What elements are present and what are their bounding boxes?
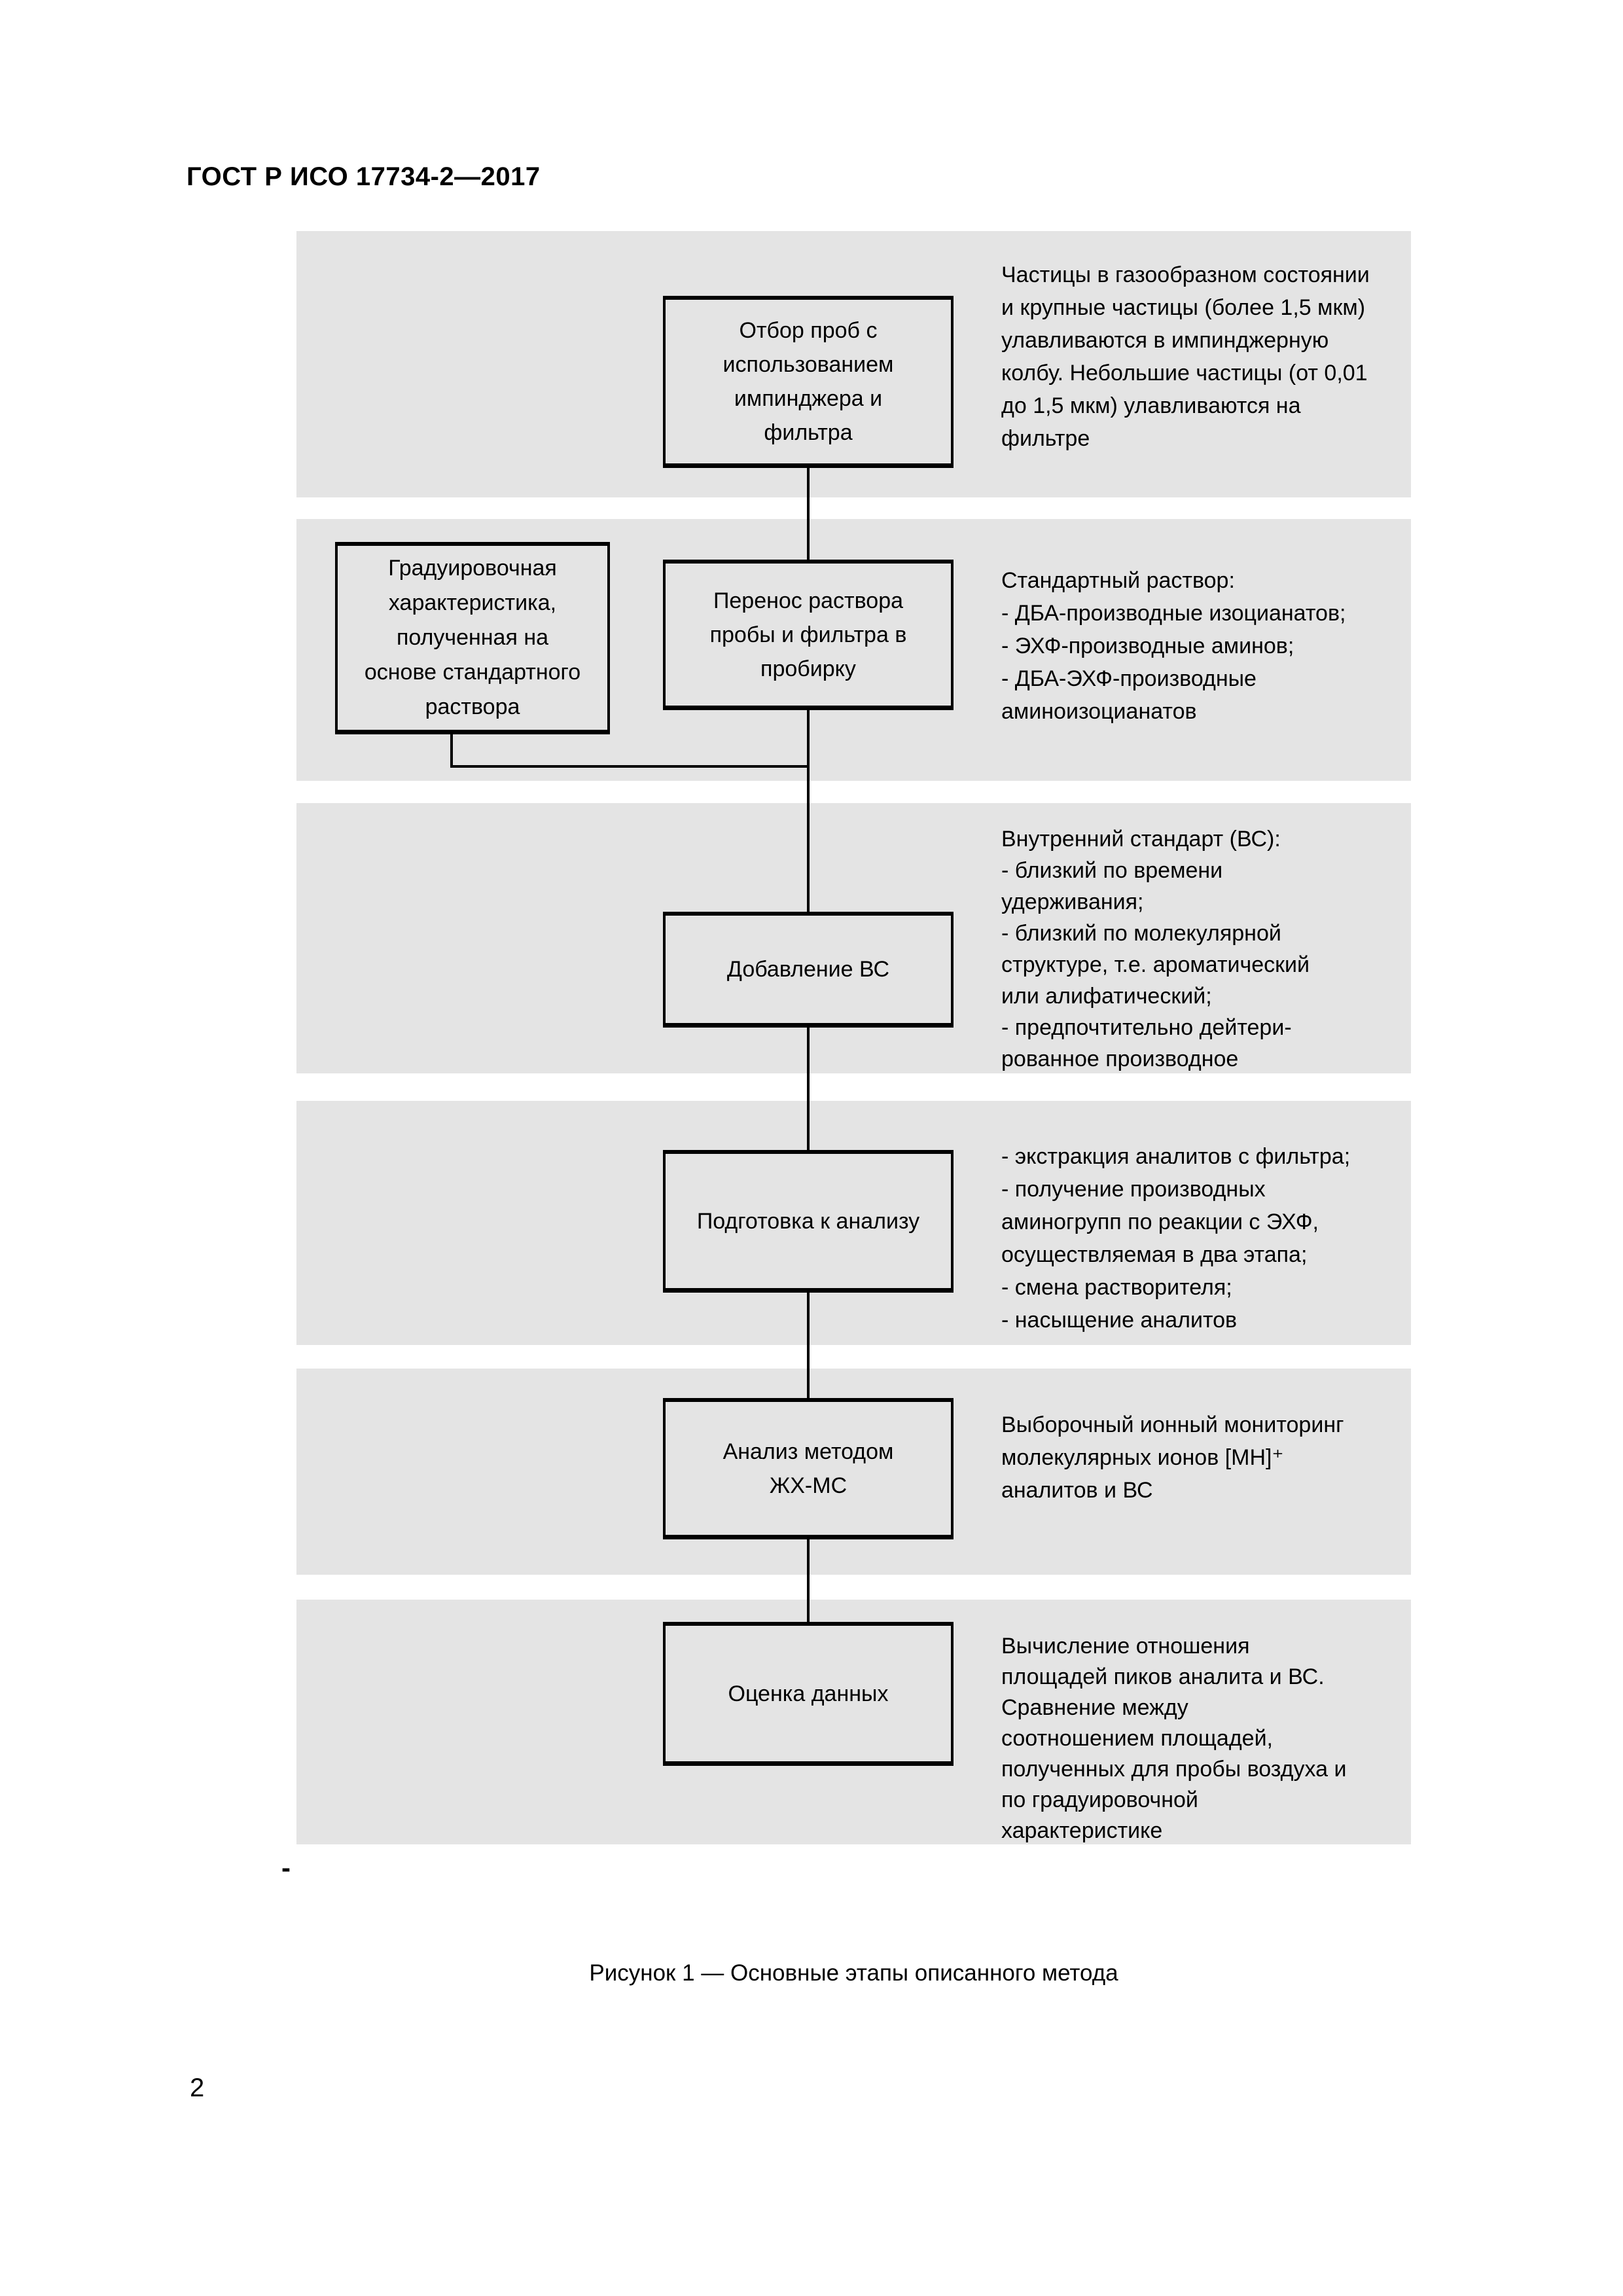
note-data-evaluation: Вычисление отношения площадей пиков анал…: [1001, 1634, 1347, 1843]
flow-box-sampling-label: Отбор проб с использованием импинджера и…: [722, 318, 894, 445]
connector-elbow-vertical: [450, 734, 453, 768]
page-header: ГОСТ Р ИСО 17734-2—2017: [187, 162, 541, 191]
figure-caption: Рисунок 1 — Основные этапы описанного ме…: [589, 1960, 1118, 1986]
flow-box-add-internal-standard-label: Добавление ВС: [726, 957, 890, 982]
connector-line: [807, 1028, 810, 1150]
note-add-internal-standard: Внутренний стандарт (ВС): - близкий по в…: [1001, 827, 1310, 1071]
flow-box-data-evaluation: Оценка данных: [663, 1622, 954, 1766]
note-sampling: Частицы в газообразном состоянии и крупн…: [1001, 262, 1370, 451]
page-number: 2: [190, 2073, 205, 2102]
flow-box-sampling: Отбор проб с использованием импинджера и…: [663, 296, 954, 468]
flow-box-preparation: Подготовка к анализу: [663, 1150, 954, 1293]
flow-box-calibration: Градуировочная характеристика, полученна…: [335, 542, 610, 734]
flow-box-data-evaluation-label: Оценка данных: [728, 1681, 889, 1706]
connector-line: [807, 468, 810, 560]
note-lc-ms-analysis: Выборочный ионный мониторинг молекулярны…: [1001, 1412, 1344, 1503]
connector-line: [807, 710, 810, 912]
flow-box-transfer-label: Перенос раствора пробы и фильтра в проби…: [709, 588, 907, 681]
flow-box-transfer: Перенос раствора пробы и фильтра в проби…: [663, 560, 954, 710]
flow-box-lc-ms-analysis-label: Анализ методом ЖХ-МС: [722, 1439, 894, 1498]
note-preparation: - экстракция аналитов с фильтра; - получ…: [1001, 1144, 1351, 1333]
flow-box-add-internal-standard: Добавление ВС: [663, 912, 954, 1028]
connector-line: [807, 1539, 810, 1622]
flow-box-lc-ms-analysis: Анализ методом ЖХ-МС: [663, 1398, 954, 1539]
note-transfer: Стандартный раствор: - ДБА-производные и…: [1001, 568, 1346, 724]
stray-dash: -: [281, 1852, 291, 1883]
connector-line: [807, 1293, 810, 1398]
flow-box-calibration-label: Градуировочная характеристика, полученна…: [364, 556, 581, 719]
connector-elbow-horizontal: [450, 765, 810, 768]
flow-box-preparation-label: Подготовка к анализу: [696, 1208, 920, 1234]
